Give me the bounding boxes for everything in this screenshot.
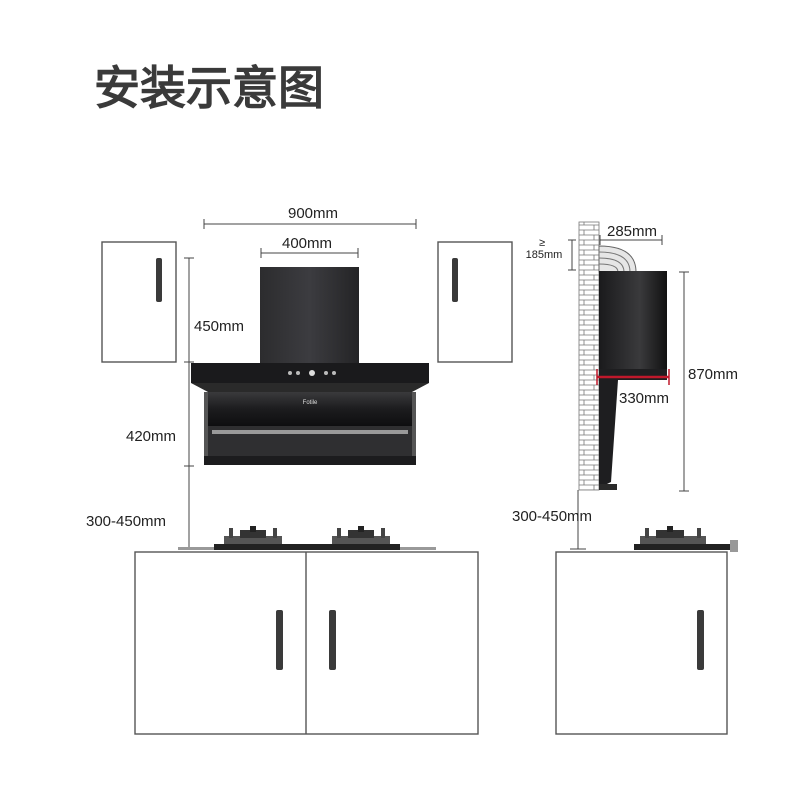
cabinet-handle bbox=[156, 258, 162, 302]
dimension-width-total: 900mm bbox=[203, 205, 417, 229]
dimension-label: 450mm bbox=[194, 318, 244, 335]
stove-base bbox=[214, 544, 400, 550]
cabinet-handle bbox=[329, 610, 336, 670]
dimension-side-depth-hood: 330mm bbox=[596, 369, 670, 407]
range-hood-side bbox=[599, 271, 667, 490]
cabinet-handle bbox=[276, 610, 283, 670]
dimension-label: 300-450mm bbox=[512, 508, 592, 525]
hood-bottom-rim bbox=[204, 456, 416, 465]
base-cabinet-side bbox=[555, 551, 728, 735]
burner-left bbox=[224, 526, 282, 544]
dimension-label: 400mm bbox=[282, 235, 332, 252]
hood-glass-panel bbox=[208, 392, 412, 426]
hood-chimney bbox=[260, 267, 359, 364]
dimension-side-height: 870mm bbox=[679, 271, 738, 492]
dimension-side-mount: 300-450mm bbox=[512, 490, 592, 550]
stove-side bbox=[634, 526, 738, 552]
range-hood-front: Fotile bbox=[191, 267, 429, 465]
side-hood-body bbox=[599, 271, 667, 369]
hood-brand: Fotile bbox=[303, 400, 318, 406]
dimension-label: 330mm bbox=[619, 390, 669, 407]
dimension-label: ≥ bbox=[539, 237, 545, 249]
brick-wall bbox=[578, 221, 600, 491]
page-title: 安装示意图 bbox=[94, 61, 324, 115]
burner-right bbox=[332, 526, 390, 544]
dimension-label: 900mm bbox=[288, 205, 338, 222]
dimension-label: 285mm bbox=[607, 223, 657, 240]
exhaust-duct bbox=[598, 245, 637, 273]
cabinet-handle bbox=[452, 258, 458, 302]
side-hood-panel bbox=[599, 369, 667, 488]
dimension-label: 185mm bbox=[526, 249, 563, 261]
control-panel bbox=[288, 370, 336, 376]
dimension-min-clearance: ≥ 185mm bbox=[526, 237, 576, 271]
stove-front bbox=[178, 526, 436, 550]
dimension-side-depth: 285mm bbox=[599, 223, 663, 245]
dimension-chimney-width: 400mm bbox=[260, 235, 359, 258]
dimension-front-vertical: 450mm 420mm 300-450mm bbox=[86, 257, 244, 549]
upper-cabinet-left bbox=[101, 241, 177, 363]
upper-cabinet-right bbox=[437, 241, 513, 363]
dimension-label: 870mm bbox=[688, 366, 738, 383]
dimension-label: 420mm bbox=[126, 428, 176, 445]
base-cabinet-front bbox=[134, 551, 479, 735]
dimension-label: 300-450mm bbox=[86, 513, 166, 530]
cabinet-handle bbox=[697, 610, 704, 670]
